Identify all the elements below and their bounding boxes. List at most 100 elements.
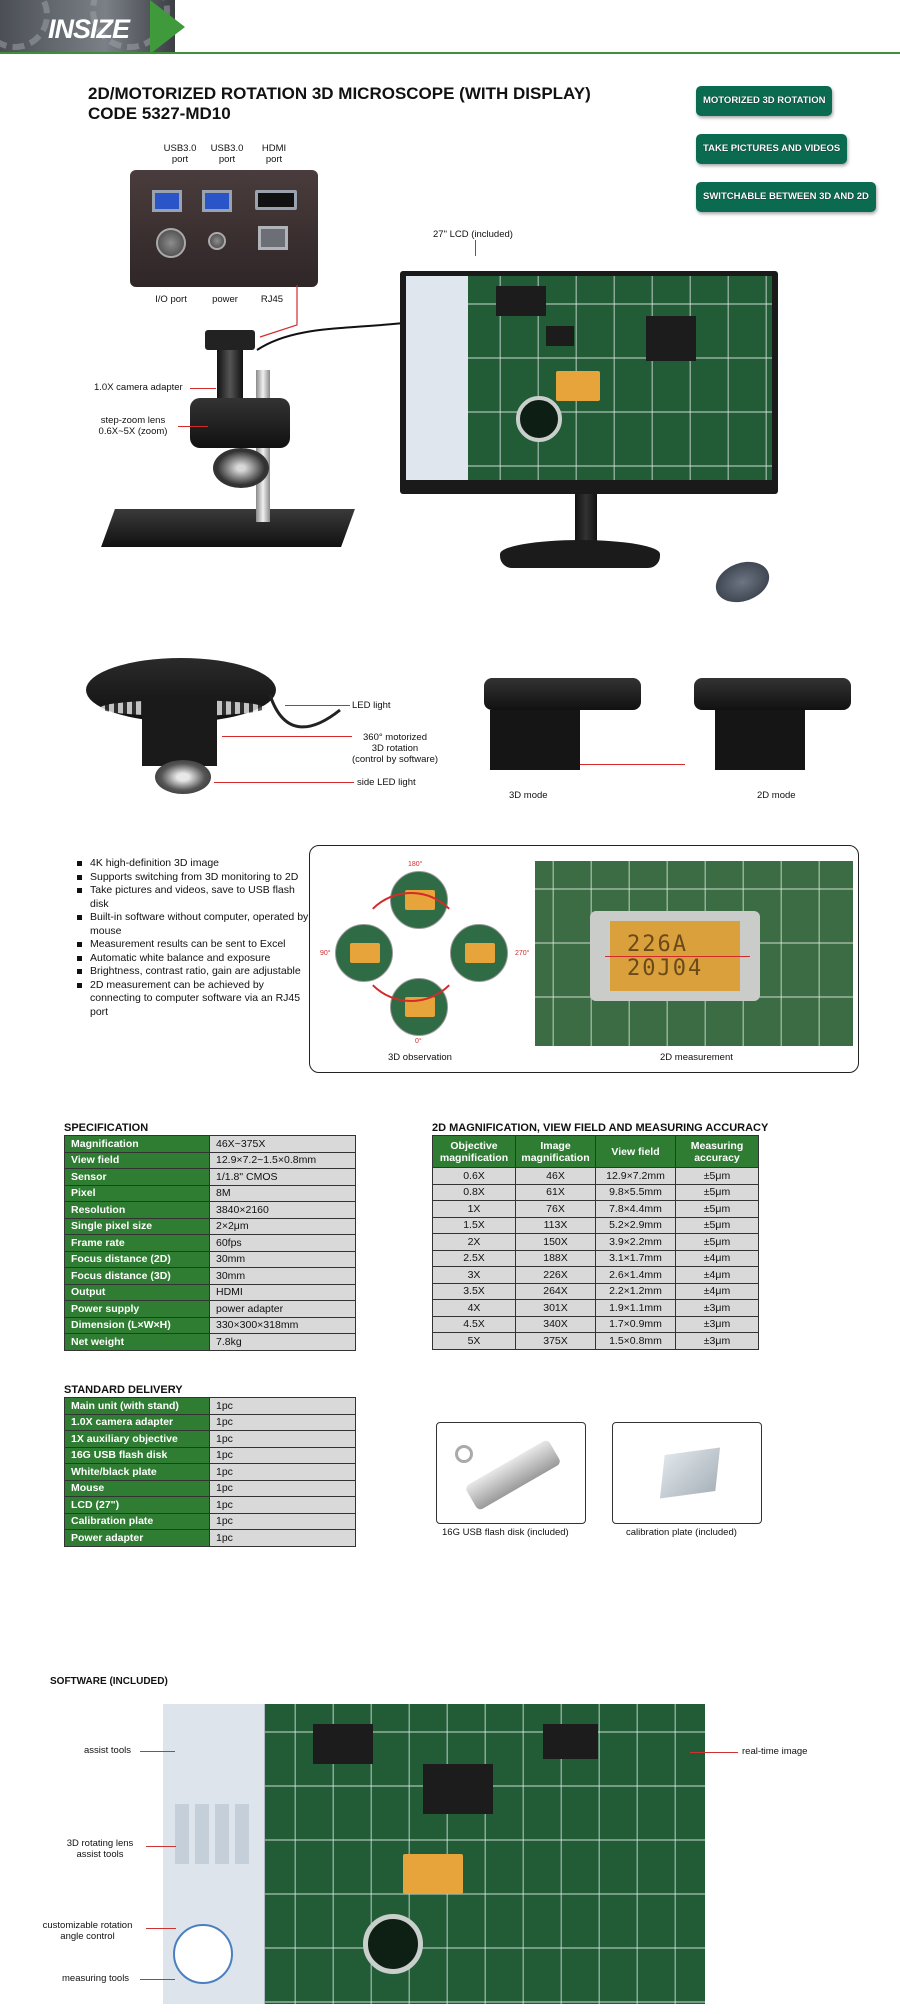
table-cell: ±3μm — [675, 1299, 759, 1317]
row-label: Calibration plate — [64, 1512, 210, 1530]
row-label: Frame rate — [64, 1234, 210, 1252]
io-port-label: I/O port — [155, 294, 187, 305]
observation-3d-label: 3D observation — [388, 1052, 452, 1063]
row-label: Power supply — [64, 1300, 210, 1318]
feature-item: Take pictures and videos, save to USB fl… — [75, 884, 310, 911]
ring-light — [213, 448, 269, 488]
row-label: Sensor — [64, 1168, 210, 1186]
rotation-angle-line — [146, 1928, 176, 1929]
row-value: 7.8kg — [209, 1333, 356, 1351]
col-view-field: View field — [595, 1135, 676, 1168]
motorized-rotation-label: 360° motorized 3D rotation (control by s… — [351, 732, 439, 765]
rj45-port-label: RJ45 — [260, 294, 284, 305]
row-value: 60fps — [209, 1234, 356, 1252]
angle-270: 270° — [515, 950, 530, 957]
row-value: 1pc — [209, 1463, 356, 1481]
monitor-foot — [500, 540, 660, 568]
row-value: 1pc — [209, 1397, 356, 1415]
feature-item: Supports switching from 3D monitoring to… — [75, 871, 310, 885]
measurement-2d-image: 226A 20J04 — [535, 861, 853, 1046]
table-cell: 1.9×1.1mm — [595, 1299, 676, 1317]
software-side-panel — [163, 1704, 265, 2004]
measuring-tools-label: measuring tools — [62, 1973, 130, 1984]
monitor-software-panel — [406, 276, 468, 480]
table-cell: 226X — [515, 1266, 596, 1284]
zoom-lens-body — [190, 398, 290, 448]
angle-90: 90° — [320, 950, 331, 957]
table-cell: 150X — [515, 1233, 596, 1251]
rj45-port-icon — [258, 226, 288, 250]
table-cell: 1.7×0.9mm — [595, 1315, 676, 1333]
row-value: 1pc — [209, 1529, 356, 1547]
angle-0: 0° — [415, 1038, 422, 1045]
feature-badge-switch: SWITCHABLE BETWEEN 3D AND 2D — [696, 182, 876, 212]
calibration-plate-image — [659, 1447, 721, 1499]
row-value: 3840×2160 — [209, 1201, 356, 1219]
rotation-holder — [142, 700, 217, 766]
feature-list: 4K high-definition 3D image Supports swi… — [75, 857, 310, 1019]
table-cell: 2.5X — [432, 1249, 516, 1267]
row-value: 1pc — [209, 1512, 356, 1530]
row-value: HDMI — [209, 1283, 356, 1301]
camera-adapter-tube — [217, 350, 243, 398]
measurement-2d-label: 2D measurement — [660, 1052, 733, 1063]
camera-adapter-label: 1.0X camera adapter — [94, 382, 183, 393]
header-green-arrow — [150, 0, 185, 54]
table-cell: 264X — [515, 1282, 596, 1300]
monitor-screen — [406, 276, 772, 480]
row-label: Mouse — [64, 1479, 210, 1497]
row-label: LCD (27") — [64, 1496, 210, 1514]
feature-badge-pictures: TAKE PICTURES AND VIDEOS — [696, 134, 848, 164]
table-cell: ±5μm — [675, 1183, 759, 1201]
led-cable — [268, 694, 341, 729]
mouse-image — [710, 554, 775, 610]
row-label: Focus distance (3D) — [64, 1267, 210, 1285]
power-port-label: power — [212, 294, 238, 305]
table-cell: 3.9×2.2mm — [595, 1233, 676, 1251]
measuring-tools-line — [140, 1979, 175, 1980]
table-cell: 0.8X — [432, 1183, 516, 1201]
brand-logo: INSIZE — [48, 14, 130, 44]
angle-180: 180° — [408, 861, 423, 868]
row-label: Net weight — [64, 1333, 210, 1351]
row-label: Single pixel size — [64, 1217, 210, 1235]
page-title: 2D/MOTORIZED ROTATION 3D MICROSCOPE (WIT… — [88, 84, 591, 123]
lcd-callout-line — [475, 240, 476, 256]
feature-item: Automatic white balance and exposure — [75, 952, 310, 966]
realtime-image-label: real-time image — [742, 1746, 808, 1757]
mode-2d-holder — [715, 710, 805, 770]
monitor-neck — [575, 494, 597, 544]
table-cell: ±4μm — [675, 1266, 759, 1284]
row-label: White/black plate — [64, 1463, 210, 1481]
led-light-callout-line — [285, 705, 350, 706]
table-cell: 188X — [515, 1249, 596, 1267]
table-cell: 4.5X — [432, 1315, 516, 1333]
microscope-stand-base — [101, 509, 355, 547]
table-cell: 2.6×1.4mm — [595, 1266, 676, 1284]
table-cell: 375X — [515, 1332, 596, 1350]
magnification-table: Objective magnification Image magnificat… — [432, 1135, 759, 1350]
chip-marking-2: 20J04 — [627, 956, 704, 981]
mode-2d-label: 2D mode — [757, 790, 796, 801]
table-cell: ±5μm — [675, 1200, 759, 1218]
row-label: Focus distance (2D) — [64, 1250, 210, 1268]
row-label: 1.0X camera adapter — [64, 1413, 210, 1431]
rotation-callout-line — [222, 736, 352, 737]
table-cell: 76X — [515, 1200, 596, 1218]
col-accuracy: Measuring accuracy — [675, 1135, 759, 1168]
row-value: 330×300×318mm — [209, 1316, 356, 1334]
table-cell: ±4μm — [675, 1282, 759, 1300]
row-value: 30mm — [209, 1250, 356, 1268]
software-title: SOFTWARE (INCLUDED) — [50, 1676, 168, 1687]
